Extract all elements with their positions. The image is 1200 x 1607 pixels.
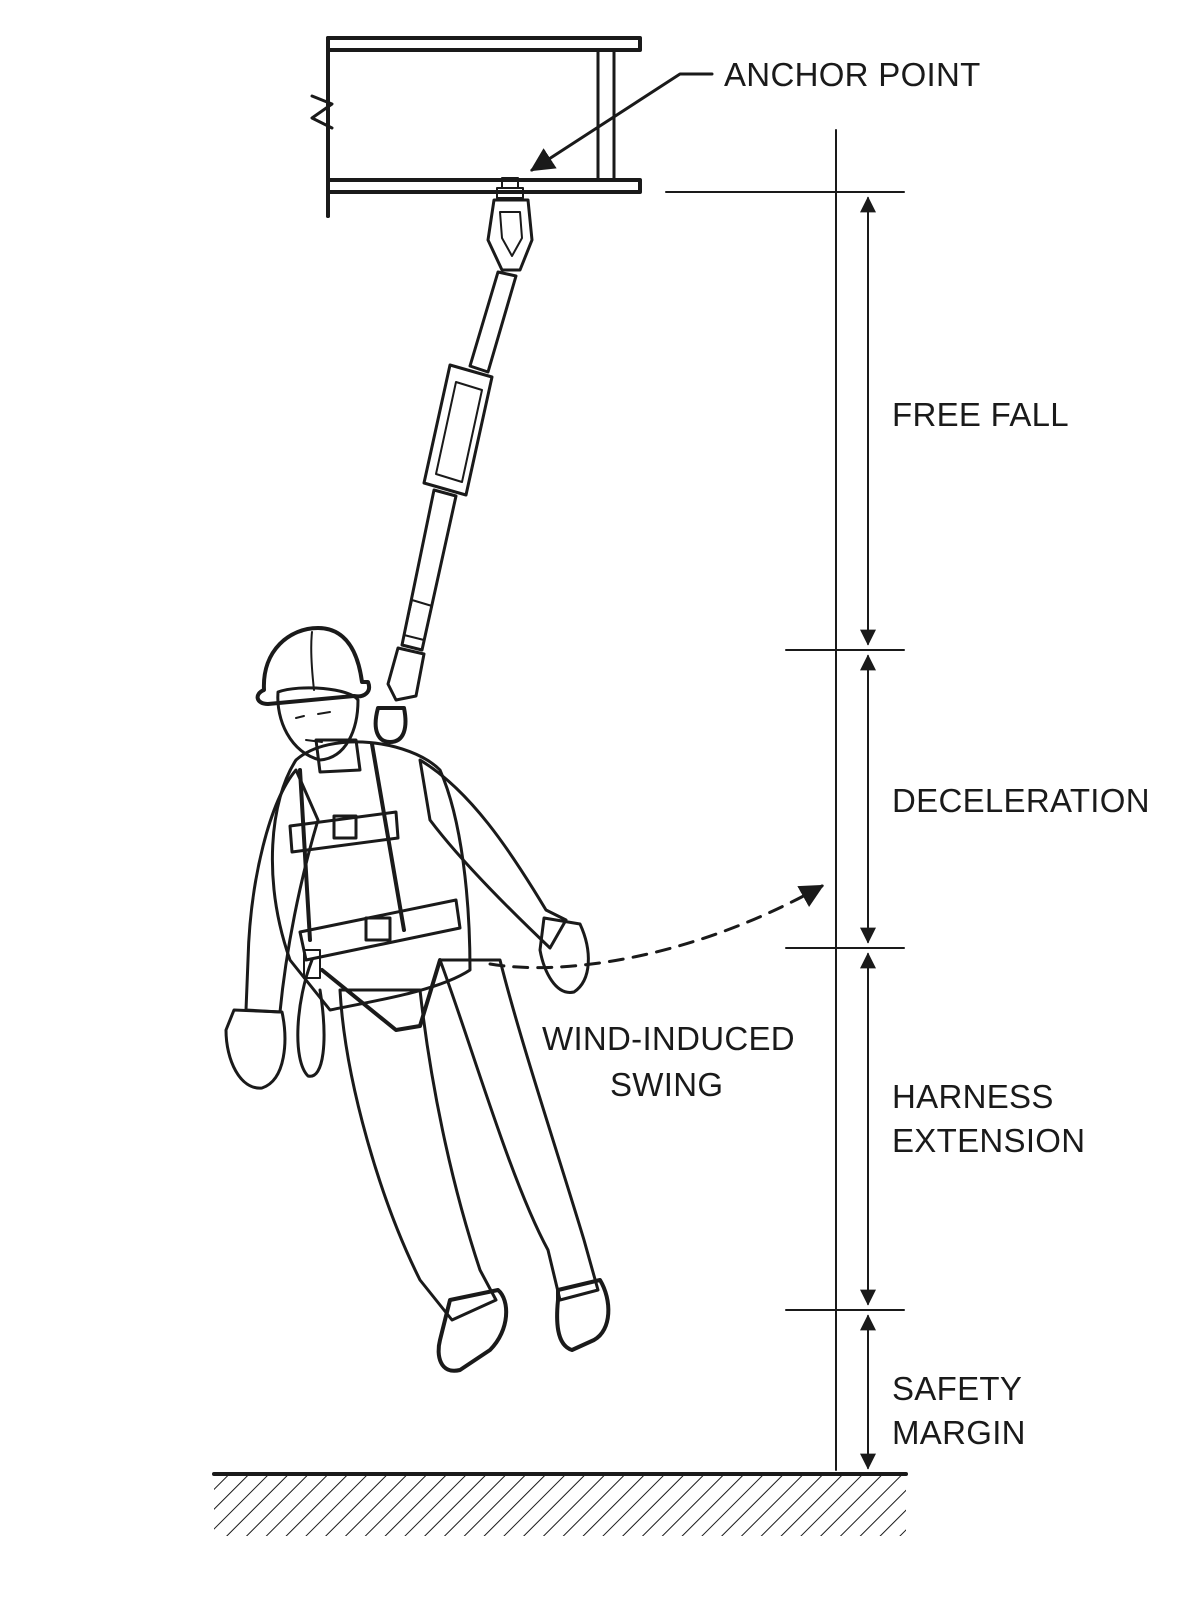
left-glove [224,1008,287,1090]
leg-straps [320,958,442,1032]
right-leg [438,958,600,1302]
worker-figure [224,626,611,1373]
ground [212,1472,908,1536]
steel-i-beam [310,36,642,218]
waist-strap [298,898,462,962]
side-lanyard-loop [296,958,326,1078]
safety-margin-label-line2: MARGIN [892,1414,1026,1451]
snap-hook [486,198,534,272]
chest-strap [288,810,400,854]
anchor-point-label: ANCHOR POINT [724,56,981,93]
anchor-point-leader-arrow [529,72,714,172]
harness-shoulder-straps [298,742,406,942]
safety-margin-label-line1: SAFETY [892,1370,1022,1407]
right-glove [538,916,590,994]
left-leg [338,988,498,1322]
torso [270,740,472,1012]
free-fall-label: FREE FALL [892,396,1069,433]
clearance-dimension-lines [665,129,905,1471]
wind-induced-swing-label-line2: SWING [610,1066,723,1103]
worker-head [276,686,360,762]
shock-absorbing-lanyard [373,270,518,744]
harness-extension-label-line2: EXTENSION [892,1122,1085,1159]
lower-snap-hook [386,646,426,702]
beam-break-symbol [310,94,334,130]
right-boot [555,1278,611,1352]
ground-hatching [214,1476,906,1536]
harness-extension-label-line1: HARNESS [892,1078,1054,1115]
wind-swing-arrow [488,884,825,970]
hard-hat [255,626,371,706]
right-arm [418,758,568,950]
wind-induced-swing-label-line1: WIND-INDUCED [542,1020,795,1057]
deceleration-label: DECELERATION [892,782,1150,819]
shock-absorber-pack [422,363,494,497]
left-boot [436,1288,509,1373]
anchor-connector [486,177,534,272]
dorsal-d-ring [373,706,408,744]
